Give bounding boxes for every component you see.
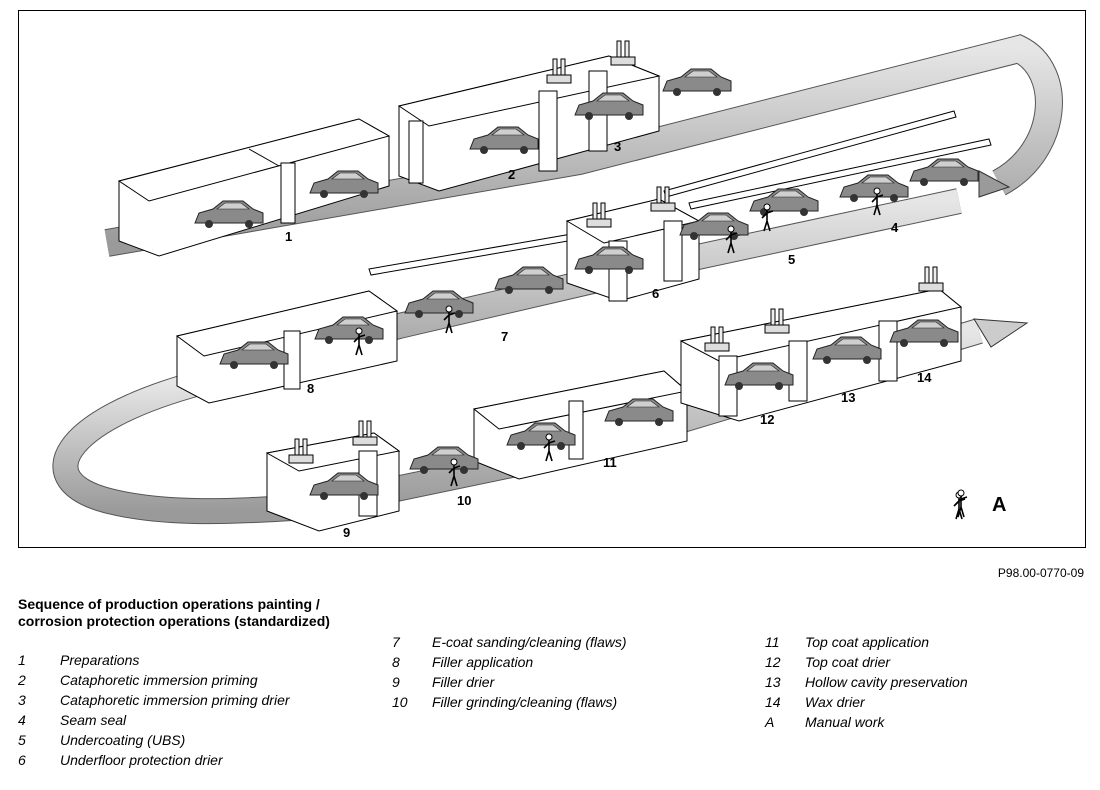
legend-label: Wax drier	[805, 694, 865, 710]
legend-key: 14	[765, 694, 781, 710]
legend-key: 12	[765, 654, 781, 670]
legend-key: 13	[765, 674, 781, 690]
legend-item: 11 Top coat application	[765, 632, 968, 652]
legend-label: Top coat drier	[805, 654, 891, 670]
legend-item: 13 Hollow cavity preservation	[765, 672, 968, 692]
legend-label: Filler drier	[432, 674, 495, 690]
legend-key: 6	[18, 752, 26, 768]
legend-label: E-coat sanding/cleaning (flaws)	[432, 634, 627, 650]
legend-heading: Sequence of production operations painti…	[18, 596, 330, 629]
station-label: 12	[760, 412, 774, 427]
station-label: 13	[841, 390, 855, 405]
station-label: 2	[508, 167, 515, 182]
legend-label: Cataphoretic immersion priming drier	[60, 692, 290, 708]
legend-label: Underfloor protection drier	[60, 752, 223, 768]
station-2-3-booth	[397, 55, 661, 192]
legend-key: 10	[392, 694, 408, 710]
station-label: 7	[501, 329, 508, 344]
legend-label: Preparations	[60, 652, 140, 668]
reference-code: P98.00-0770-09	[997, 566, 1084, 580]
legend-label: Filler grinding/cleaning (flaws)	[432, 694, 618, 710]
legend-item: 1 Preparations	[18, 650, 290, 670]
legend-key: A	[765, 714, 775, 730]
manual-work-key: A	[955, 489, 1006, 518]
legend-item: 10 Filler grinding/cleaning (flaws)	[392, 692, 627, 712]
station-numbers: 1 2 3 4 5 6 7 8 9 10 11 12 13 14	[285, 139, 932, 540]
station-8-booth	[175, 290, 399, 404]
legend-item: 4 Seam seal	[18, 710, 290, 730]
legend-label: Cataphoretic immersion priming	[60, 672, 258, 688]
station-1-booth	[117, 118, 391, 257]
station-label: 14	[917, 370, 932, 385]
station-11-booth	[472, 370, 689, 480]
legend-label: Hollow cavity preservation	[805, 674, 968, 690]
station-label: 3	[614, 139, 621, 154]
legend-item: 6 Underfloor protection drier	[18, 750, 290, 770]
legend-label: Seam seal	[60, 712, 127, 728]
station-label: 4	[891, 220, 899, 235]
legend-key: 5	[18, 732, 26, 748]
legend-item: 12 Top coat drier	[765, 652, 968, 672]
legend-label: Top coat application	[805, 634, 930, 650]
legend-key: 1	[18, 652, 26, 668]
station-6-booth	[565, 198, 701, 302]
legend-key: 8	[392, 654, 400, 670]
legend-key: 3	[18, 692, 26, 708]
legend-label: Manual work	[805, 714, 885, 730]
legend-item: 7 E-coat sanding/cleaning (flaws)	[392, 632, 627, 652]
legend-item: 3 Cataphoretic immersion priming drier	[18, 690, 290, 710]
station-label: 10	[457, 493, 471, 508]
station-label: 6	[652, 286, 659, 301]
legend-item: A Manual work	[765, 712, 968, 732]
station-label: 8	[307, 381, 314, 396]
legend-key: 7	[392, 634, 400, 650]
legend-key: 4	[18, 712, 26, 728]
legend-key: 2	[18, 672, 26, 688]
station-label: 9	[343, 525, 350, 540]
station-label: 11	[603, 455, 617, 470]
station-label: 5	[788, 252, 795, 267]
legend-key: 11	[765, 634, 780, 650]
legend-item: 9 Filler drier	[392, 672, 627, 692]
manual-work-letter: A	[992, 494, 1006, 516]
legend-label: Undercoating (UBS)	[60, 732, 186, 748]
station-label: 1	[285, 229, 292, 244]
diagram-frame: 1 2 3 4 5 6 7 8 9 10 11 12 13 14 A	[18, 10, 1086, 548]
legend-item: 14 Wax drier	[765, 692, 968, 712]
legend-key: 9	[392, 674, 400, 690]
legend-item: 2 Cataphoretic immersion priming	[18, 670, 290, 690]
paint-shop-diagram: 1 2 3 4 5 6 7 8 9 10 11 12 13 14 A	[52, 34, 1063, 540]
legend-label: Filler application	[432, 654, 534, 670]
legend-item: 5 Undercoating (UBS)	[18, 730, 290, 750]
legend-item: 8 Filler application	[392, 652, 627, 672]
